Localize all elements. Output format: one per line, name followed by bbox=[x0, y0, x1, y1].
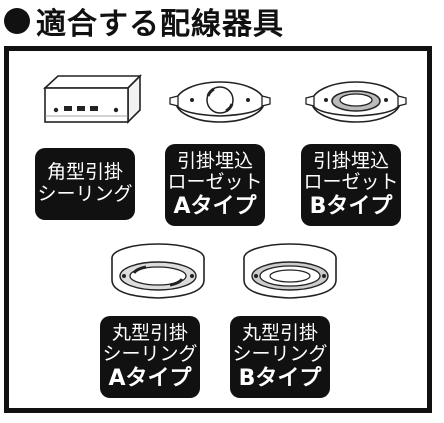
flush-rosette-b-icon bbox=[305, 81, 407, 123]
device-label: 丸型引掛 シーリング Aタイプ bbox=[100, 316, 200, 398]
device-label: 丸型引掛 シーリング Bタイプ bbox=[230, 316, 330, 398]
device-flush-rosette-a: 引掛埋込 ローゼット Aタイプ bbox=[160, 70, 280, 230]
round-ceiling-b-icon bbox=[243, 243, 337, 299]
device-label: 角型引掛 シーリング bbox=[35, 148, 135, 220]
device-round-ceiling-b: 丸型引掛 シーリング Bタイプ bbox=[230, 236, 350, 406]
round-ceiling-a-icon bbox=[111, 243, 205, 299]
page-title-text: 適合する配線器具 bbox=[36, 7, 284, 42]
page-title: 適合する配線器具 bbox=[4, 0, 284, 42]
device-flush-rosette-b: 引掛埋込 ローゼット Bタイプ bbox=[296, 70, 416, 230]
device-square-ceiling: 角型引掛 シーリング bbox=[30, 70, 150, 230]
device-label: 引掛埋込 ローゼット Bタイプ bbox=[301, 144, 401, 226]
bullet-icon bbox=[4, 8, 30, 34]
square-ceiling-box-icon bbox=[42, 74, 142, 124]
flush-rosette-a-icon bbox=[169, 81, 271, 123]
device-round-ceiling-a: 丸型引掛 シーリング Aタイプ bbox=[98, 236, 218, 406]
device-label: 引掛埋込 ローゼット Aタイプ bbox=[165, 144, 265, 226]
